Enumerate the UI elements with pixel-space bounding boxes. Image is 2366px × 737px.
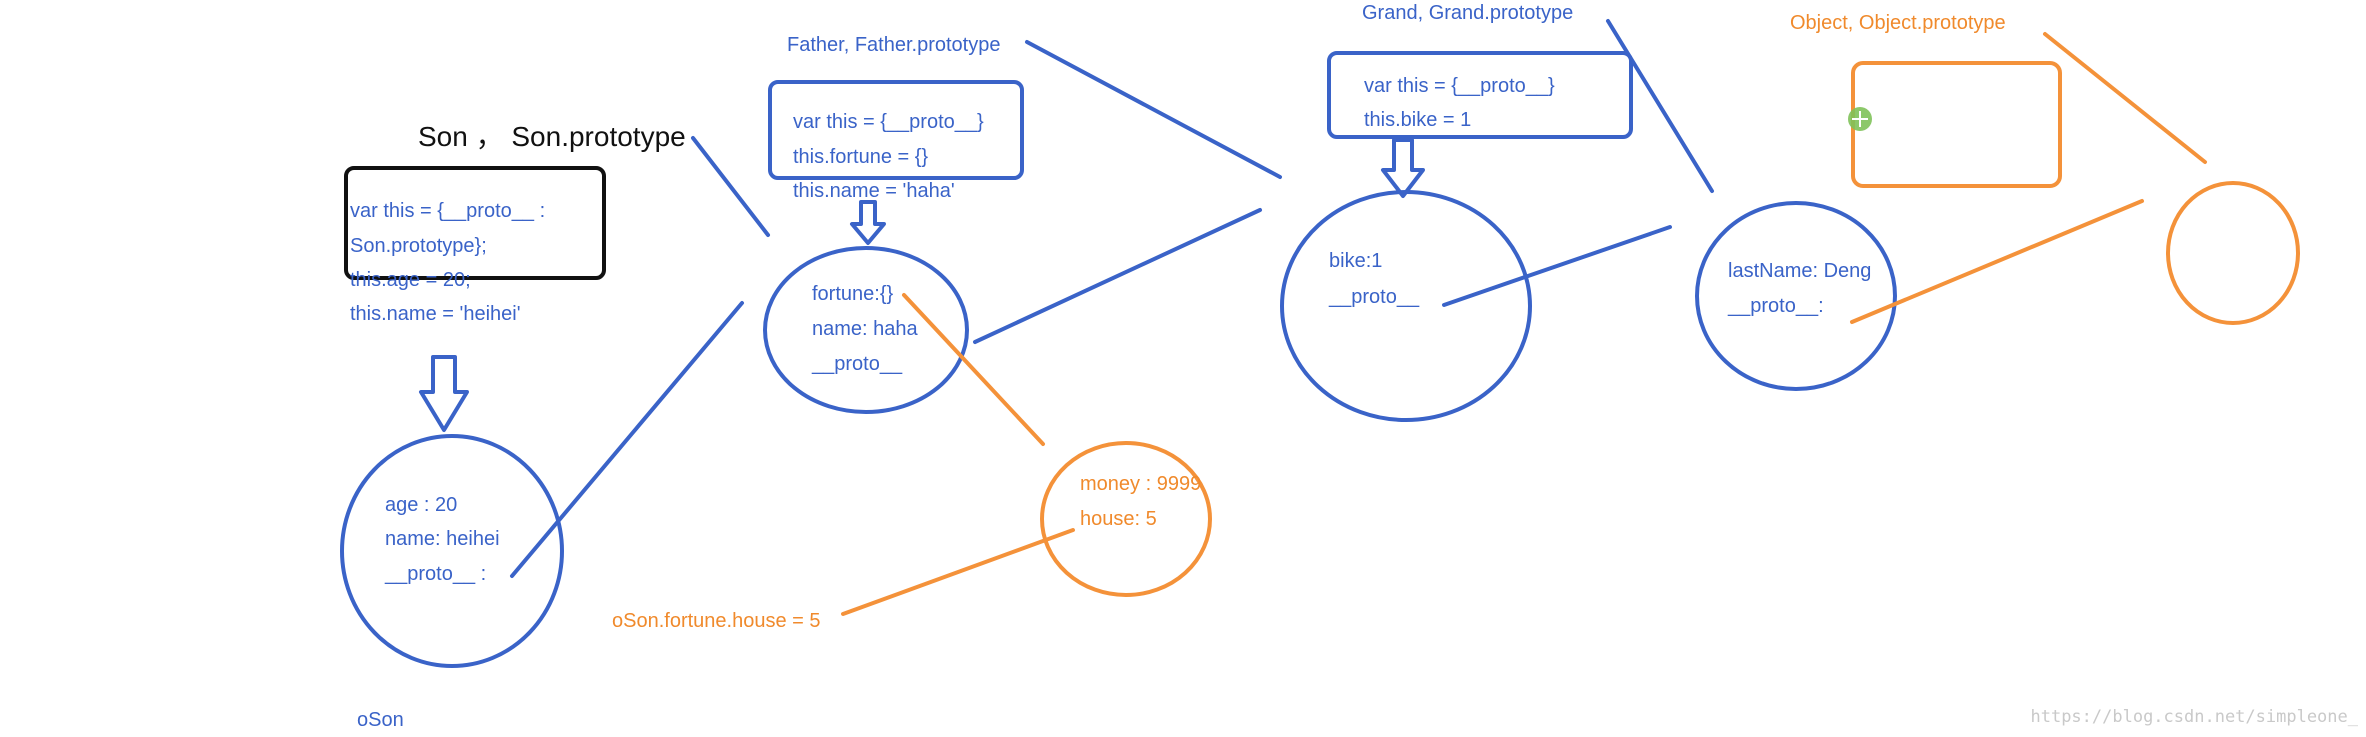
son-code-box <box>344 166 606 280</box>
object-title: Object, Object.prototype <box>1790 12 2006 34</box>
oson-object-circle <box>340 434 564 668</box>
grand-title-link-line <box>1606 19 1714 193</box>
grand-instantiate-arrow-icon <box>1381 138 1425 198</box>
father-code-line-1: var this = {__proto__} <box>793 111 984 133</box>
fortune-prop-house: house: 5 <box>1080 508 1157 530</box>
father-title-link-line <box>1025 40 1282 179</box>
cursor-crosshair-lines-icon <box>1852 111 1868 127</box>
son-title-link-line <box>691 136 770 237</box>
grand-code-box <box>1327 51 1633 139</box>
oson-label: oSon <box>357 709 404 731</box>
object-proto-link-line <box>1850 199 2144 324</box>
father-code-line-3: this.name = 'haha' <box>793 180 955 202</box>
assignment-link-line <box>841 528 1075 616</box>
son-instantiate-arrow-icon <box>419 355 469 432</box>
son-code-line-3: this.age = 20; <box>350 269 471 291</box>
fortune-link-line <box>902 293 1045 446</box>
grand-code-line-2: this.bike = 1 <box>1364 109 1471 131</box>
son-title: Son ， Son.prototype <box>418 121 686 152</box>
grand-code-line-1: var this = {__proto__} <box>1364 75 1555 97</box>
fortune-prop-money: money : 9999 <box>1080 473 1201 495</box>
object-constructor-box <box>1851 61 2062 188</box>
fortune-object-circle <box>1040 441 1212 597</box>
grand-object-circle <box>1280 190 1532 422</box>
oson-prop-proto: __proto__ : <box>384 563 486 585</box>
grand-prop-proto: __proto__ <box>1328 286 1420 308</box>
father-code-box <box>768 80 1024 180</box>
father-title: Father, Father.prototype <box>787 34 1000 56</box>
grand-prop-bike: bike:1 <box>1329 250 1382 272</box>
grand-prototype-prop-lastname: lastName: Deng <box>1728 260 1871 282</box>
father-prop-proto: __proto__ <box>811 353 903 375</box>
son-code-line-1: var this = {__proto__ : <box>350 200 545 222</box>
watermark-text: https://blog.csdn.net/simpleone_ <box>2030 707 2358 727</box>
grand-prototype-prop-proto: __proto__: <box>1727 295 1824 317</box>
grand-proto-link-line <box>1442 225 1672 307</box>
oson-proto-link-line <box>510 301 744 578</box>
object-title-link-line <box>2043 32 2207 164</box>
oson-prop-age: age : 20 <box>385 494 457 516</box>
father-prop-name: name: haha <box>812 318 919 340</box>
father-instantiate-arrow-icon <box>850 200 886 245</box>
father-proto-link-line <box>973 208 1262 344</box>
fortune-assignment-label: oSon.fortune.house = 5 <box>612 610 821 632</box>
object-prototype-circle <box>2166 181 2300 325</box>
son-code-line-2: Son.prototype}; <box>350 235 487 257</box>
son-code-line-4: this.name = 'heihei' <box>350 303 521 325</box>
father-object-circle <box>763 246 969 414</box>
grand-prototype-circle <box>1695 201 1897 391</box>
father-code-line-2: this.fortune = {} <box>793 146 928 168</box>
oson-prop-name: name: heihei <box>385 528 500 550</box>
father-prop-fortune: fortune:{} <box>812 283 894 305</box>
grand-title: Grand, Grand.prototype <box>1362 2 1573 24</box>
